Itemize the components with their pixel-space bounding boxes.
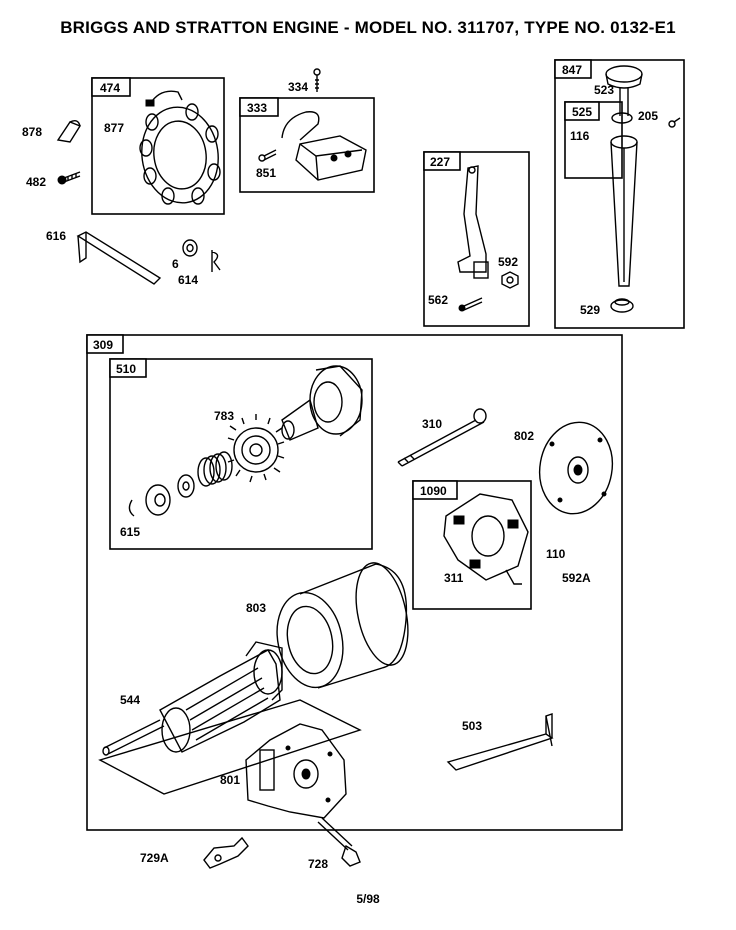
end-cap-802 (538, 421, 614, 515)
page-title: BRIGGS AND STRATTON ENGINE - MODEL NO. 3… (60, 18, 676, 37)
label-1090: 1090 (420, 484, 447, 498)
box-474 (91, 77, 225, 215)
label-309: 309 (93, 338, 113, 352)
box-333 (239, 97, 375, 193)
box-510 (109, 358, 373, 550)
label-783: 783 (214, 409, 234, 423)
bracket-503 (446, 713, 554, 771)
bolt-728 (317, 817, 361, 867)
label-544: 544 (120, 693, 140, 707)
screw-851 (258, 149, 277, 162)
lever-227 (457, 165, 489, 279)
label-503: 503 (462, 719, 482, 733)
label-529: 529 (580, 303, 600, 317)
label-801: 801 (220, 773, 240, 787)
o-ring-116 (611, 112, 633, 124)
label-847: 847 (562, 63, 582, 77)
through-bolt-310 (397, 408, 487, 467)
label-310: 310 (422, 417, 442, 431)
label-334: 334 (288, 80, 308, 94)
screw-562 (458, 297, 483, 312)
wire-clip-878 (56, 119, 82, 143)
screw-482 (57, 171, 81, 185)
dipstick-cap-523 (605, 65, 643, 116)
label-227: 227 (430, 155, 450, 169)
label-877: 877 (104, 121, 124, 135)
label-510: 510 (116, 362, 136, 376)
label-525: 525 (572, 105, 592, 119)
grommet-529 (610, 298, 634, 313)
clip-615 (128, 499, 135, 517)
label-116: 116 (570, 129, 590, 143)
label-482: 482 (26, 175, 46, 189)
label-802: 802 (514, 429, 534, 443)
label-333: 333 (247, 101, 267, 115)
washer-510 (177, 474, 195, 498)
label-615: 615 (120, 525, 140, 539)
label-614: 614 (178, 273, 198, 287)
motor-frame-803 (276, 562, 409, 689)
box-1090 (412, 480, 532, 610)
armature-544 (102, 641, 283, 756)
box-227 (423, 151, 530, 327)
nut-592 (501, 271, 519, 289)
label-205: 205 (638, 109, 658, 123)
pinion-gear-783 (227, 414, 285, 483)
label-878: 878 (22, 125, 42, 139)
label-562: 562 (428, 293, 448, 307)
stator-877 (139, 90, 221, 205)
bracket-729A (203, 836, 249, 869)
label-523: 523 (594, 83, 614, 97)
label-474: 474 (100, 81, 120, 95)
label-616: 616 (46, 229, 66, 243)
label-110: 110 (546, 547, 566, 561)
page-footer: 5/98 (356, 892, 380, 906)
label-592A: 592A (562, 571, 591, 585)
box-847 (554, 59, 685, 329)
rod-616 (76, 231, 162, 285)
end-plate-801 (245, 723, 347, 819)
brush-holder-1090 (443, 493, 529, 585)
label-6: 6 (172, 257, 179, 271)
retainer-510 (145, 484, 171, 516)
label-851: 851 (256, 166, 276, 180)
screw-334 (313, 68, 321, 92)
drive-housing-510 (281, 365, 363, 441)
label-728: 728 (308, 857, 328, 871)
rectifier-333 (281, 111, 367, 181)
label-729A: 729A (140, 851, 169, 865)
spring-510 (197, 451, 233, 487)
label-592: 592 (498, 255, 518, 269)
box-309 (86, 334, 623, 831)
dipstick-tube-847 (610, 135, 638, 287)
label-803: 803 (246, 601, 266, 615)
screw-205 (668, 117, 681, 128)
label-311: 311 (444, 571, 464, 585)
washer-6 (182, 239, 198, 257)
clip-614 (211, 250, 221, 272)
